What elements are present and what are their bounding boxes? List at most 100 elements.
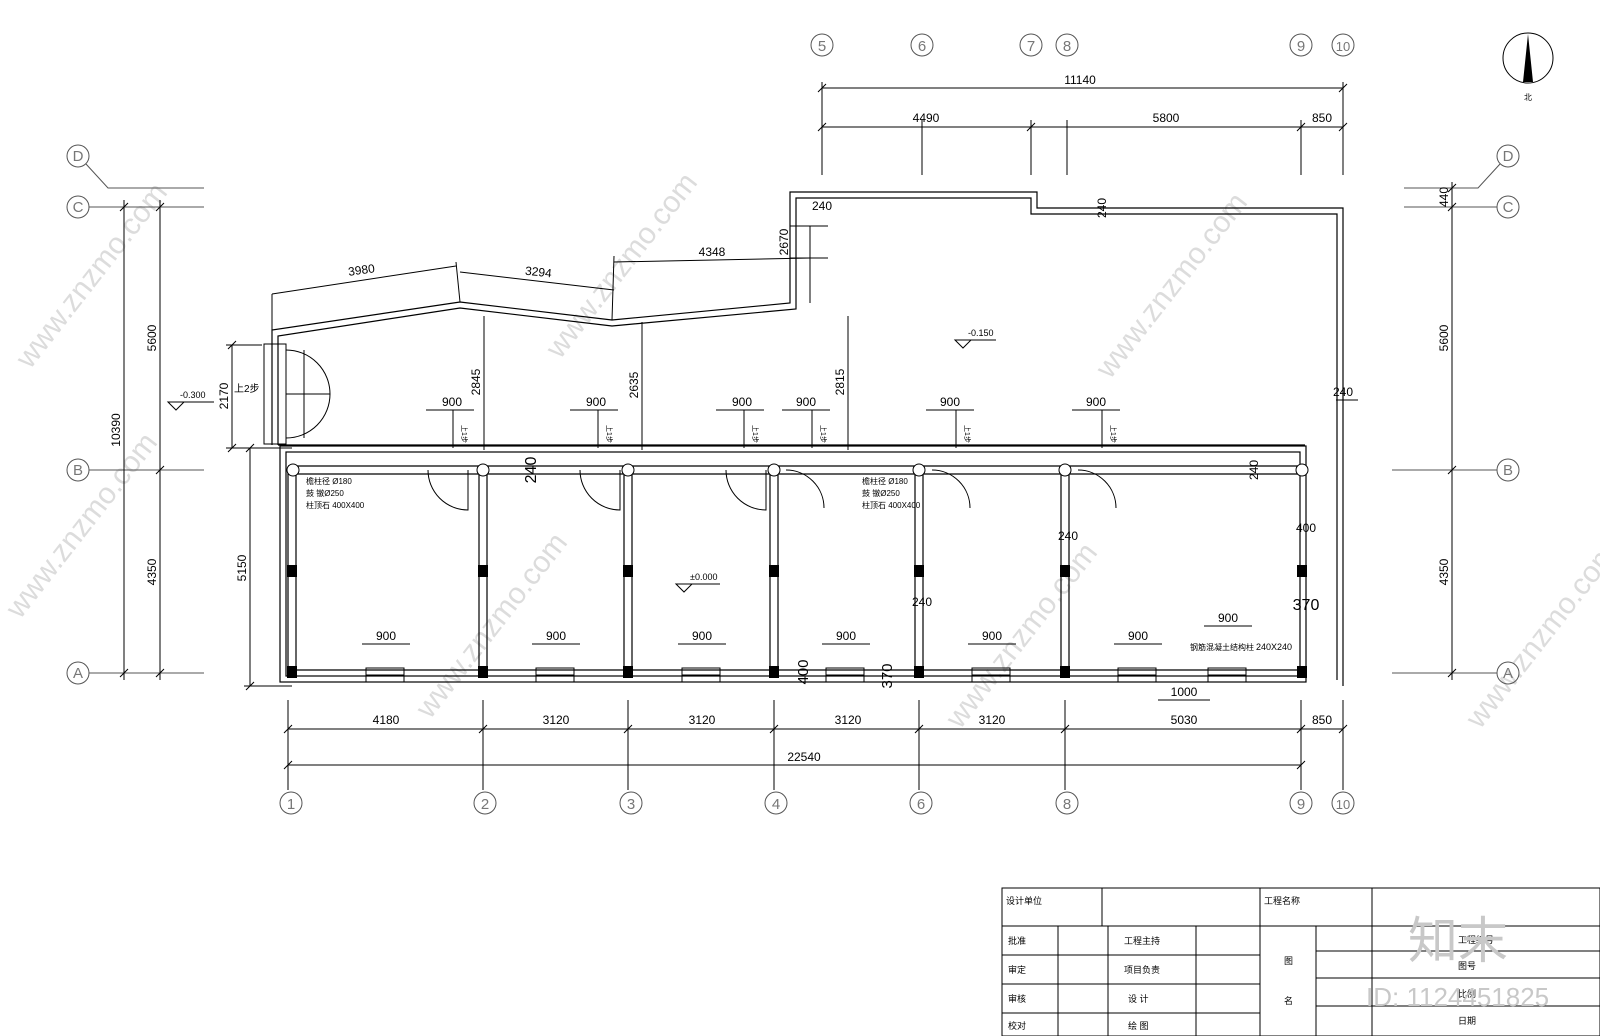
dim-right-upper: 5600 <box>1437 324 1451 351</box>
level-markers <box>166 339 996 593</box>
watermark-layer: www.znzmo.com www.znzmo.com www.znzmo.co… <box>0 167 1600 735</box>
column-note-3: 柱顶石 400X400 <box>306 500 365 510</box>
rear-depth-dims <box>483 316 849 450</box>
dim-top-seg2: 5800 <box>1153 111 1180 125</box>
left-row-axes <box>66 144 204 685</box>
step-marker: 上1步 <box>751 425 760 443</box>
dim-rear-c: 2815 <box>833 368 847 395</box>
row-label-d-left: D <box>73 148 84 165</box>
tb-check: 校对 <box>1008 1020 1026 1031</box>
axis-label-8: 8 <box>1063 38 1071 55</box>
dim-roof-height: 2670 <box>777 228 791 255</box>
window-width: 900 <box>1218 611 1238 625</box>
column-note-2: 鼓 镦Ø250 <box>306 488 344 498</box>
dim-bottom-1: 4180 <box>373 713 400 727</box>
axis-label-5: 5 <box>818 38 826 55</box>
dim-right-lower: 4350 <box>1437 558 1451 585</box>
window-width: 900 <box>546 629 566 643</box>
dim-1000: 1000 <box>1171 685 1198 699</box>
top-axis-bubbles <box>810 33 1355 57</box>
dim-bottom-overall: 22540 <box>787 750 821 764</box>
tb-scale: 比例 <box>1458 988 1476 999</box>
watermark-text: www.znzmo.com <box>939 537 1104 735</box>
axis-label-2: 2 <box>481 796 489 813</box>
partition-walls <box>287 469 1070 671</box>
axis-label-6: 6 <box>918 38 926 55</box>
dim-bottom-4: 3120 <box>835 713 862 727</box>
tb-drawing-no: 图号 <box>1458 961 1476 971</box>
column-note-2b: 鼓 镦Ø250 <box>862 488 900 498</box>
bottom-dimensions <box>283 700 1348 790</box>
dim-240-right: 240 <box>1247 460 1261 480</box>
window-width: 900 <box>982 629 1002 643</box>
dim-top-seg1: 4490 <box>913 111 940 125</box>
axis-label-9b: 9 <box>1297 796 1305 813</box>
dim-bottom-6: 5030 <box>1171 713 1198 727</box>
tb-chief: 工程主持 <box>1124 935 1160 946</box>
row-label-d-right: D <box>1503 148 1514 165</box>
level-outdoor: -0.300 <box>180 390 206 400</box>
brand-watermark-text: 知末 <box>1408 913 1508 969</box>
north-label: 北 <box>1524 93 1532 102</box>
steps-label: 上2步 <box>234 383 260 395</box>
dim-240-lower: 240 <box>912 595 932 609</box>
window-width: 900 <box>836 629 856 643</box>
dim-rear-b: 2635 <box>627 371 641 398</box>
watermark-text: www.znzmo.com <box>539 167 704 365</box>
dim-left-entry: 2170 <box>217 382 231 409</box>
top-dimensions <box>817 82 1348 175</box>
north-arrow: 北 <box>1502 32 1554 102</box>
step-marker: 上1步 <box>963 425 972 443</box>
dim-right-d-c: 440 <box>1437 187 1451 207</box>
row-label-c-right: C <box>1503 199 1514 216</box>
axis-label-3: 3 <box>627 796 635 813</box>
window-width: 900 <box>376 629 396 643</box>
rear-door-width: 900 <box>796 395 816 409</box>
dim-roof-c: 4348 <box>699 245 726 259</box>
column-note-3b: 柱顶石 400X400 <box>862 500 921 510</box>
dim-roof-b: 3294 <box>524 264 552 281</box>
right-row-axes <box>1392 144 1520 685</box>
rear-door-width: 900 <box>586 395 606 409</box>
dim-bottom-3: 3120 <box>689 713 716 727</box>
step-marker: 上1步 <box>819 425 828 443</box>
level-courtyard: -0.150 <box>968 328 994 338</box>
dim-bottom-2: 3120 <box>543 713 570 727</box>
step-marker: 上1步 <box>1109 425 1118 443</box>
dim-370-right: 370 <box>1293 597 1320 614</box>
tb-approve: 批准 <box>1008 935 1026 946</box>
tb-design: 设 计 <box>1128 993 1149 1004</box>
axis-label-6b: 6 <box>917 796 925 813</box>
right-dimensions <box>1336 182 1457 680</box>
dim-370-front: 370 <box>879 663 896 688</box>
tb-lead: 项目负责 <box>1124 964 1160 975</box>
axis-label-8b: 8 <box>1063 796 1071 813</box>
brand-watermark: 知末 ID: 1124451825 <box>1366 913 1549 1012</box>
axis-label-1: 1 <box>287 796 295 813</box>
rc-columns <box>287 565 1307 678</box>
watermark-text: www.znzmo.com <box>1089 187 1254 385</box>
rear-door-width: 900 <box>1086 395 1106 409</box>
rear-door-width: 900 <box>732 395 752 409</box>
left-dimensions <box>119 200 292 691</box>
dim-roof-wall-b: 240 <box>1095 198 1109 218</box>
row-label-a-right: A <box>1503 665 1513 682</box>
tb-design-unit: 设计单位 <box>1006 895 1042 906</box>
dim-240-mid: 240 <box>1058 529 1078 543</box>
tb-review: 审核 <box>1008 993 1026 1004</box>
brand-watermark-id: ID: 1124451825 <box>1366 982 1549 1012</box>
watermark-text: www.znzmo.com <box>1459 537 1600 735</box>
tb-draw: 绘 图 <box>1128 1020 1149 1031</box>
dim-roof-a: 3980 <box>347 261 376 279</box>
step-marker: 上1步 <box>605 425 614 443</box>
window-dims <box>362 625 1252 701</box>
bottom-axis-bubbles <box>279 791 1355 815</box>
row-label-b-left: B <box>73 462 83 479</box>
rear-door-dims <box>426 409 1120 448</box>
dim-top-seg3: 850 <box>1312 111 1332 125</box>
window-width: 900 <box>692 629 712 643</box>
tb-project-no: 工程编号 <box>1458 934 1494 945</box>
rear-door-width: 900 <box>940 395 960 409</box>
dim-240-room: 240 <box>523 457 540 484</box>
